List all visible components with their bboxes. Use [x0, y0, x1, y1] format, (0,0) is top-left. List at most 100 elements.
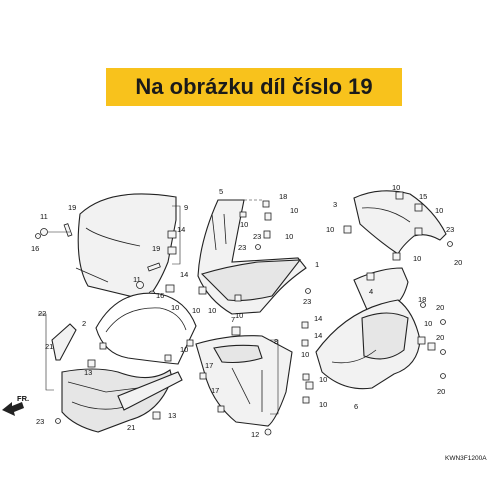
- front-cover: [51, 323, 183, 433]
- bolt-12-icon: [264, 428, 272, 436]
- clip-10e-icon: [234, 294, 242, 302]
- callout: 5: [219, 187, 223, 196]
- clip-17a-icon: [199, 372, 207, 380]
- screw-visor-b-icon: [164, 354, 172, 362]
- clip-10b-icon: [264, 212, 272, 221]
- windscreen: [63, 193, 177, 301]
- callout: 10: [171, 303, 179, 312]
- callout: 20: [437, 387, 445, 396]
- callout: 11: [40, 212, 48, 221]
- lower-panel: [186, 321, 310, 427]
- clip-10d-icon: [198, 286, 207, 295]
- callout: 14: [180, 270, 188, 279]
- clip-7-icon: [231, 326, 241, 336]
- callout: 23: [446, 225, 454, 234]
- callout: 10: [208, 306, 216, 315]
- callout: 7: [231, 315, 235, 324]
- callout: 13: [84, 368, 92, 377]
- callout: 10: [180, 345, 188, 354]
- nut-5a-icon: [239, 211, 247, 218]
- clip-10a-icon: [165, 284, 175, 293]
- callout: 10: [319, 400, 327, 409]
- callout: 8: [274, 337, 278, 346]
- clip-10j-icon: [414, 203, 423, 212]
- inner-visor: [95, 292, 197, 365]
- callout: 19: [152, 244, 160, 253]
- direction-label: FR.: [17, 394, 29, 403]
- callout: 14: [177, 225, 185, 234]
- screw-23a-icon: [255, 244, 261, 250]
- callout: 10: [192, 306, 200, 315]
- callout: 23: [238, 243, 246, 252]
- callout: 20: [436, 333, 444, 342]
- clip-10o-icon: [427, 342, 436, 351]
- clip-14-icon: [167, 230, 177, 239]
- screw-visor-icon: [99, 342, 107, 350]
- clip-14d-icon: [301, 339, 309, 347]
- clip-17b-icon: [217, 405, 225, 413]
- callout: 2: [82, 319, 86, 328]
- clip-10h-icon: [186, 339, 194, 347]
- screw-23-icon: [55, 418, 61, 424]
- callout: 13: [168, 411, 176, 420]
- callout: 10: [285, 232, 293, 241]
- callout-labels: 9 19 11 16 19 14 14 11 16 10 22 2 21 13 …: [31, 183, 462, 439]
- clip-10p-icon: [305, 381, 314, 390]
- callout: 4: [369, 287, 373, 296]
- callout: 14: [314, 314, 322, 323]
- bolt-18b-icon: [420, 302, 426, 308]
- clip-10k-icon: [343, 225, 352, 234]
- screw-20a-icon: [440, 319, 446, 325]
- callout: 10: [326, 225, 334, 234]
- callout: 11: [133, 275, 141, 284]
- callout: 10: [301, 350, 309, 359]
- garnish-21-right: [117, 371, 183, 411]
- callout: 21: [45, 342, 53, 351]
- callout: 10: [290, 206, 298, 215]
- callout: 10: [413, 254, 421, 263]
- diagram-code: KWN3F1200A: [445, 455, 487, 462]
- bolt-11-icon: [40, 228, 48, 236]
- side-cover: [305, 267, 446, 390]
- banner-text: Na obrázku díl číslo 19: [135, 74, 373, 99]
- callout: 6: [354, 402, 358, 411]
- clip-15-icon: [414, 227, 423, 236]
- callout: 22: [38, 309, 46, 318]
- screw-23c-icon: [447, 241, 453, 247]
- garnish-21-left: [51, 323, 77, 361]
- callout: 9: [184, 203, 188, 212]
- callout: 10: [240, 220, 248, 229]
- clip-10i-icon: [395, 191, 404, 200]
- front-direction-arrow-icon: [2, 402, 24, 416]
- callout: 10: [392, 183, 400, 192]
- callout: 19: [68, 203, 76, 212]
- callout: 18: [279, 192, 287, 201]
- clip-10m-icon: [366, 272, 375, 281]
- center-body: [197, 199, 307, 315]
- clip-13b-icon: [152, 411, 161, 420]
- callout: 14: [314, 331, 322, 340]
- callout: 1: [315, 260, 319, 269]
- bolt-18-icon: [262, 200, 270, 208]
- callout: 23: [36, 417, 44, 426]
- callout: 18: [418, 295, 426, 304]
- clip-10n-icon: [417, 336, 426, 345]
- callout: 10: [435, 206, 443, 215]
- clip-10c-icon: [263, 230, 271, 239]
- clip-10g-icon: [302, 396, 310, 404]
- screw-20c-icon: [440, 373, 446, 379]
- callout: 17: [211, 386, 219, 395]
- clip-13a-icon: [87, 359, 96, 368]
- callout: 10: [235, 311, 243, 320]
- callout: 10: [319, 375, 327, 384]
- clip-14b-icon: [167, 246, 177, 255]
- screw-20b-icon: [440, 349, 446, 355]
- callout: 12: [251, 430, 259, 439]
- callout: 20: [454, 258, 462, 267]
- callout: 16: [31, 244, 39, 253]
- part-number-banner: Na obrázku díl číslo 19: [106, 68, 402, 106]
- bolt-11b-icon: [136, 281, 144, 289]
- upper-right-cover: [343, 190, 453, 261]
- callout: 17: [205, 361, 213, 370]
